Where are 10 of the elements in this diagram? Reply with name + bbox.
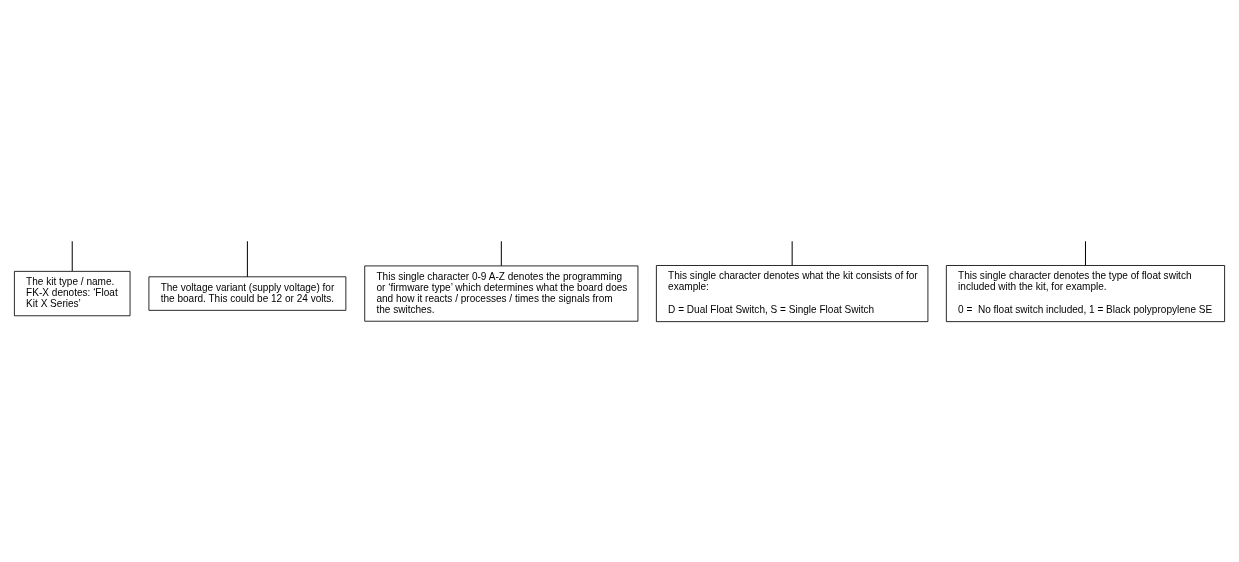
connector bbox=[246, 240, 248, 278]
connector bbox=[791, 240, 793, 266]
node-box: The voltage variant (supply voltage) for the board. This could be 12 or 24 volts. bbox=[148, 276, 347, 311]
connector bbox=[500, 240, 502, 267]
node-box: This single character 0-9 A-Z denotes the programming or ‘firmware type’ which determines what the board does and how it reacts / processes / times the signals from the switches. bbox=[364, 265, 639, 322]
connector bbox=[1084, 240, 1086, 266]
node-box: This single character denotes the type of float switch included with the kit, for example. 0 = No float switch included, 1 = Black polypropylene SE bbox=[945, 265, 1225, 323]
node-box: This single character denotes what the kit consists of for example: D = Dual Float Switch, S = Single Float Switch bbox=[655, 265, 929, 323]
node-box: The kit type / name. FK-X denotes: ‘Float Kit X Series’ bbox=[14, 270, 131, 317]
connector bbox=[71, 240, 73, 272]
